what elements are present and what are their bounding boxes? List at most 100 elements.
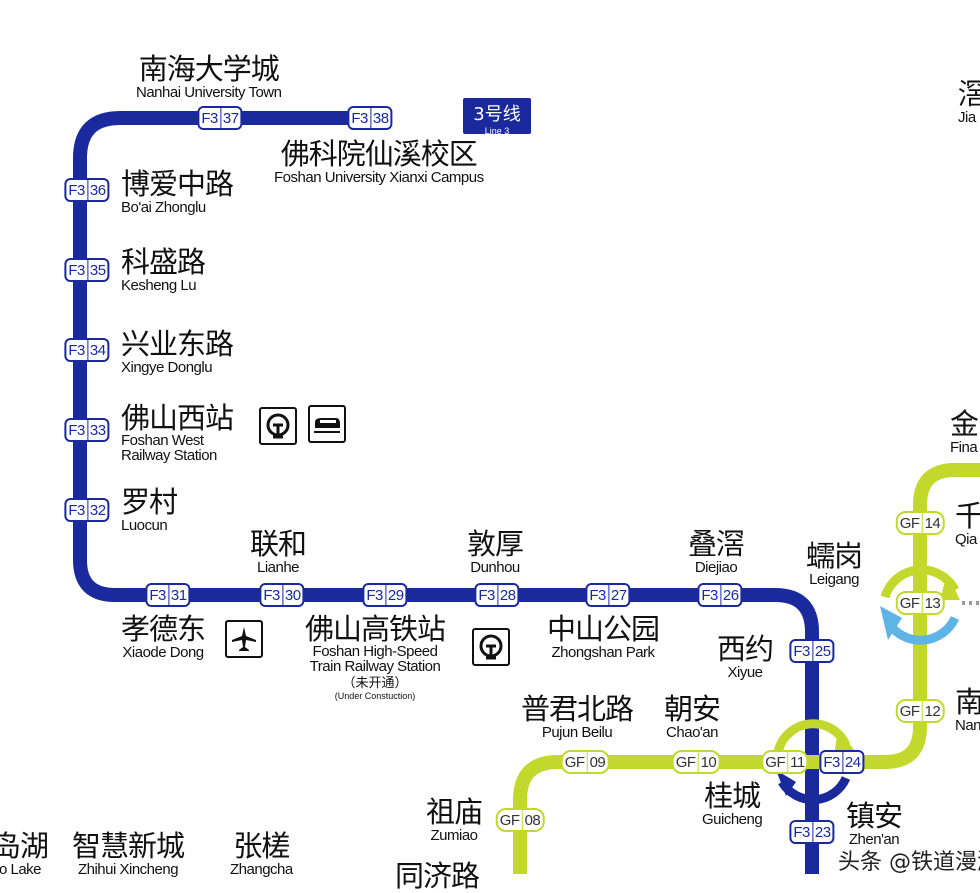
code-prefix: F3 <box>68 501 85 519</box>
code-prefix: GF <box>499 811 520 829</box>
code-num: 27 <box>607 585 629 605</box>
code-prefix: F3 <box>68 421 85 439</box>
code-num: 24 <box>841 752 863 772</box>
code-prefix: GF <box>564 753 585 771</box>
station-tongji-lu[interactable]: 同济路 <box>395 862 480 891</box>
station-name-en: Diejiao <box>694 559 738 576</box>
station-name-en: Jia <box>958 109 976 126</box>
station-name-zh: 张槎 <box>233 829 290 863</box>
station-name-en-2: Railway Station <box>121 447 217 465</box>
code-num: 26 <box>719 585 741 605</box>
code-prefix: F3 <box>68 261 85 279</box>
station-name-zh: 博爱中路 <box>121 167 234 201</box>
station-name-zh: 敦厚 <box>467 527 524 561</box>
railway-icon <box>259 407 297 445</box>
code-num: 12 <box>921 701 943 721</box>
code-num: 35 <box>86 260 108 280</box>
code-prefix: F3 <box>823 753 840 771</box>
code-prefix: GF <box>765 753 786 771</box>
station-name-zh: 西约 <box>717 632 774 666</box>
station-name-en: Zhen'an <box>848 831 900 848</box>
station-name-en: Kesheng Lu <box>121 277 197 294</box>
station-name-en: Foshan University Xianxi Campus <box>274 169 484 186</box>
code-prefix: F3 <box>68 341 85 359</box>
station-name-zh: 中山公园 <box>547 612 660 646</box>
station-name-en: Pujun Beilu <box>541 724 613 741</box>
station-name-zh: 滘 <box>958 77 980 111</box>
line-badge-en: Line 3 <box>484 126 510 136</box>
code-num: 32 <box>86 500 108 520</box>
station-name-en: Qia <box>955 531 977 548</box>
code-prefix: F3 <box>263 586 280 604</box>
code-prefix: GF <box>899 514 920 532</box>
airport-icon <box>225 620 263 658</box>
station-name-zh: 金 <box>950 407 979 441</box>
code-num: 09 <box>586 752 608 772</box>
station-name-en: Guicheng <box>702 811 763 828</box>
code-prefix: F3 <box>149 586 166 604</box>
code-prefix: GF <box>675 753 696 771</box>
station-name-en: Leigang <box>809 571 859 588</box>
station-name-zh: 岛湖 <box>0 829 49 863</box>
line-badge-zh: 3号线 <box>473 104 521 125</box>
station-name-zh: 兴业东路 <box>121 327 234 361</box>
station-name-en-2: Train Railway Station <box>309 658 441 676</box>
station-name-zh: 南 <box>955 685 980 719</box>
status-note-zh: （未开通） <box>342 675 408 691</box>
station-name-en: Zhangcha <box>230 861 293 878</box>
code-num: 25 <box>811 641 833 661</box>
code-prefix: GF <box>899 594 920 612</box>
code-prefix: F3 <box>201 109 218 127</box>
